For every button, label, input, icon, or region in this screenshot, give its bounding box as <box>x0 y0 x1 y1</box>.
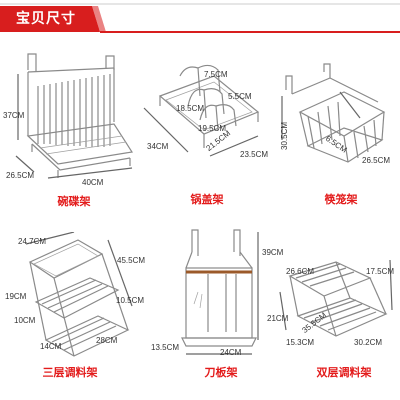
dimension-width: 28CM <box>96 336 118 345</box>
dimension-top-height: 17.5CM <box>366 267 395 276</box>
product-label-dish-rack: 碗碟架 <box>57 195 91 208</box>
product-label-two-tier-rack: 双层调料架 <box>316 366 372 379</box>
three-tier-rack-drawing <box>25 232 133 357</box>
lid-rack-drawing <box>143 64 260 157</box>
two-tier-rack-drawing <box>279 259 393 337</box>
product-label-three-tier-rack: 三层调料架 <box>42 366 98 379</box>
dimension-height: 30.5CM <box>280 121 289 150</box>
dimension-gap: 5.5CM <box>228 92 252 101</box>
title-bar: 宝贝尺寸 <box>0 0 400 38</box>
dimension-depth: 34CM <box>147 142 169 151</box>
dimension-width: 24CM <box>220 348 242 357</box>
knife-board-rack-drawing <box>181 229 259 355</box>
dimension-top: 7.5CM <box>204 70 228 79</box>
dimension-height: 39CM <box>262 248 284 257</box>
dimension-height: 21CM <box>267 314 289 323</box>
dimension-inner-height: 18.5CM <box>176 104 205 113</box>
dish-rack-drawing <box>15 53 133 179</box>
dimension-top-width: 24.7CM <box>18 237 47 246</box>
dimension-width: 26.5CM <box>362 156 391 165</box>
dimension-width: 40CM <box>82 178 104 187</box>
product-label-chopstick-rack: 筷笼架 <box>324 193 358 206</box>
product-label-lid-rack: 锅盖架 <box>190 193 224 206</box>
dimension-depth: 15.3CM <box>286 338 315 347</box>
dimension-mid-width: 19.5CM <box>198 124 227 133</box>
page-title: 宝贝尺寸 <box>16 11 76 27</box>
dimension-depth: 10CM <box>14 316 36 325</box>
dimension-width: 30.2CM <box>354 338 383 347</box>
dimension-depth: 13.5CM <box>151 343 180 352</box>
title-bar-background <box>0 3 400 33</box>
dimension-height: 45.5CM <box>117 256 146 265</box>
dimension-height: 37CM <box>3 111 25 120</box>
chopstick-rack-drawing <box>281 63 386 163</box>
dimension-depth: 26.5CM <box>6 171 35 180</box>
dimension-bottom-depth: 14CM <box>40 342 62 351</box>
dimension-length: 23.5CM <box>240 150 269 159</box>
dimension-tier-height: 19CM <box>5 292 27 301</box>
dimension-tier-gap: 10.5CM <box>116 296 145 305</box>
product-label-knife-board-rack: 刀板架 <box>204 366 238 379</box>
dimension-top-width: 26.6CM <box>286 267 315 276</box>
